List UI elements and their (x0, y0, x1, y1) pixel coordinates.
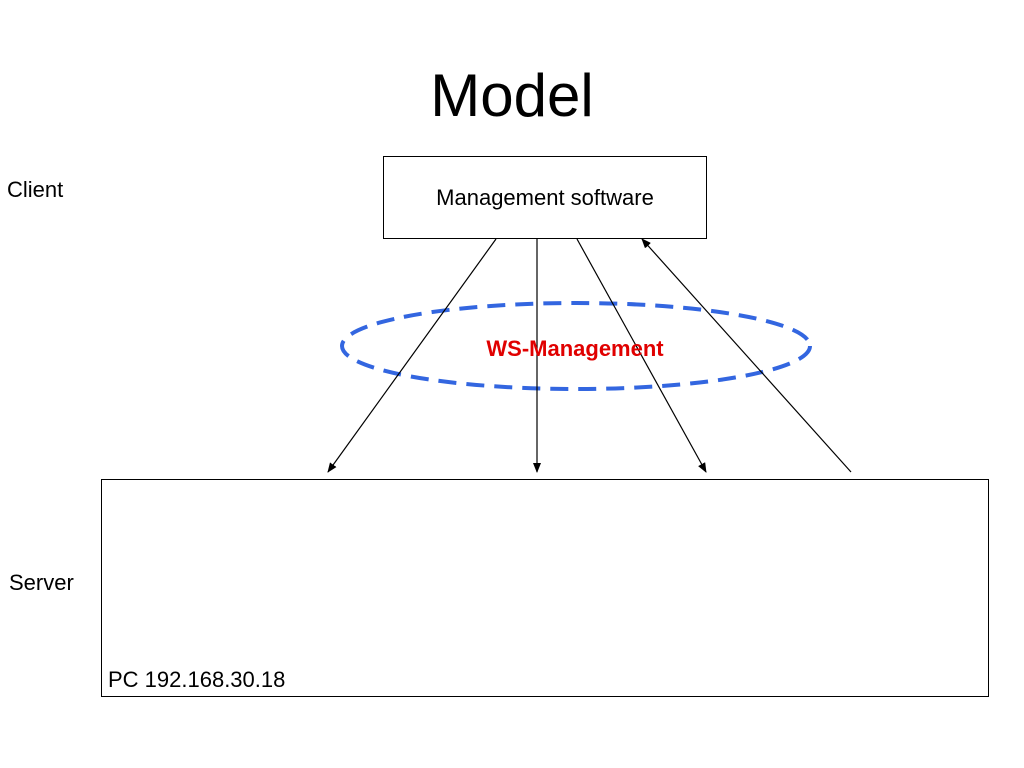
client-label: Client (7, 177, 64, 202)
server-label: Server (9, 570, 74, 595)
management-software-box: Management software (383, 156, 707, 239)
protocol-label: WS-Management (486, 336, 664, 361)
server-pc-box: PC 192.168.30.18 (101, 479, 989, 697)
slide-title: Model (430, 62, 594, 129)
management-software-label: Management software (436, 184, 654, 210)
server-pc-label: PC 192.168.30.18 (108, 667, 286, 692)
